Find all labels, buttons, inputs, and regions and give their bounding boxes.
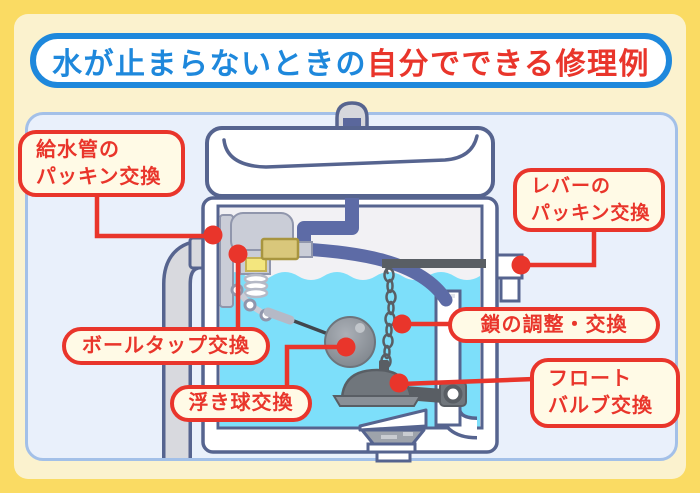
dot-float-ball [336, 337, 356, 357]
dot-lever [511, 255, 531, 275]
valve-seat-drain [358, 408, 428, 463]
label-line: ボールタップ交換 [82, 334, 250, 357]
ball-tap-assembly [219, 212, 294, 322]
label-supply-pipe-packing: 給水管の パッキン交換 [18, 130, 185, 197]
label-line: バルブ交換 [548, 395, 653, 417]
drain-pipe [375, 450, 412, 463]
label-line: 鎖の調整・交換 [480, 313, 628, 336]
leader-lines [94, 193, 597, 389]
valve-arm-pivot [443, 384, 463, 404]
leader-supply-packing [94, 193, 206, 239]
leader-dots [203, 225, 531, 393]
ball-tap-yellow-part [245, 257, 267, 272]
label-line: フロート [548, 368, 632, 390]
title-text-red: 自分でできる修理例 [367, 47, 650, 81]
title-text-blue: 水が止まらないときの [52, 47, 368, 81]
label-line: レバーの [531, 176, 612, 197]
dot-supply-packing [203, 225, 223, 245]
label-ball-tap: ボールタップ交換 [62, 327, 270, 365]
dot-ball-tap [228, 244, 248, 264]
label-lever-packing: レバーの パッキン交換 [513, 168, 665, 232]
label-line: 浮き球交換 [188, 392, 294, 414]
lever-arm-bar [382, 259, 486, 268]
leader-float-ball [284, 344, 342, 389]
dot-float-valve [389, 373, 409, 393]
spout-feed-pipe [297, 194, 359, 244]
title-banner: 水が止まらないときの自分でできる修理例 [30, 33, 672, 88]
leader-lever-packing [524, 229, 597, 268]
label-line: パッキン交換 [36, 165, 162, 188]
dot-chain [392, 314, 412, 334]
label-float-ball: 浮き球交換 [170, 385, 312, 422]
label-line: 給水管の [36, 138, 120, 161]
float-valve [332, 360, 467, 407]
brass-fitting [260, 237, 313, 261]
wash-basin-curve [222, 134, 479, 169]
label-float-valve: フロート バルブ交換 [530, 358, 680, 428]
label-chain-adjust: 鎖の調整・交換 [448, 307, 660, 343]
leader-float-valve [400, 376, 535, 387]
tank-lid-group [205, 101, 495, 198]
label-line: パッキン交換 [531, 203, 651, 224]
